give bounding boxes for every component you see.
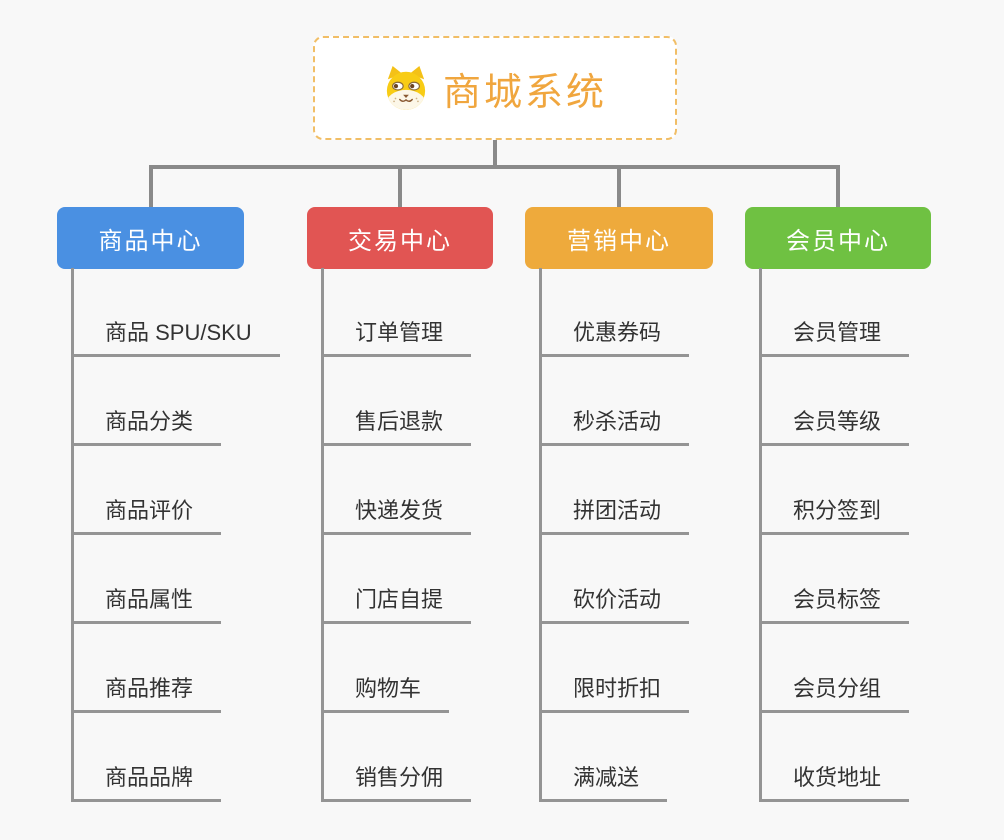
branch-spine-line xyxy=(539,268,542,802)
branch-drop-line xyxy=(398,165,402,207)
leaf-node[interactable]: 收货地址 xyxy=(759,758,910,802)
leaf-node[interactable]: 商品推荐 xyxy=(71,669,222,713)
leaf-node[interactable]: 优惠券码 xyxy=(539,313,690,357)
leaf-node[interactable]: 商品品牌 xyxy=(71,758,222,802)
leaf-node[interactable]: 满减送 xyxy=(539,758,668,802)
leaf-node[interactable]: 会员标签 xyxy=(759,580,910,624)
leaf-node[interactable]: 会员等级 xyxy=(759,402,910,446)
root-node[interactable]: 商城系统 xyxy=(313,36,677,140)
leaf-node[interactable]: 商品 SPU/SKU xyxy=(71,313,280,357)
branch-node[interactable]: 交易中心 xyxy=(307,207,493,269)
leaf-node[interactable]: 订单管理 xyxy=(321,313,472,357)
branch-spine-line xyxy=(759,268,762,802)
branch-node[interactable]: 会员中心 xyxy=(745,207,931,269)
leaf-node[interactable]: 销售分佣 xyxy=(321,758,472,802)
leaf-node[interactable]: 商品分类 xyxy=(71,402,222,446)
root-label: 商城系统 xyxy=(442,71,607,114)
leaf-node[interactable]: 商品属性 xyxy=(71,580,222,624)
branch-spine-line xyxy=(321,268,324,802)
leaf-node[interactable]: 会员分组 xyxy=(759,669,910,713)
leaf-node[interactable]: 快递发货 xyxy=(321,491,472,535)
leaf-node[interactable]: 门店自提 xyxy=(321,580,472,624)
branch-node[interactable]: 营销中心 xyxy=(525,207,713,269)
leaf-node[interactable]: 售后退款 xyxy=(321,402,472,446)
leaf-node[interactable]: 商品评价 xyxy=(71,491,222,535)
branch-node[interactable]: 商品中心 xyxy=(57,207,244,269)
root-trunk-line xyxy=(493,140,497,169)
dog-face-icon xyxy=(383,66,429,110)
leaf-node[interactable]: 限时折扣 xyxy=(539,669,690,713)
branch-drop-line xyxy=(836,165,840,207)
leaf-node[interactable]: 秒杀活动 xyxy=(539,402,690,446)
leaf-node[interactable]: 会员管理 xyxy=(759,313,910,357)
branch-spine-line xyxy=(71,268,74,802)
rail-line xyxy=(148,165,840,169)
leaf-node[interactable]: 拼团活动 xyxy=(539,491,690,535)
leaf-node[interactable]: 砍价活动 xyxy=(539,580,690,624)
branch-drop-line xyxy=(148,165,153,207)
leaf-node[interactable]: 购物车 xyxy=(321,669,450,713)
leaf-node[interactable]: 积分签到 xyxy=(759,491,910,535)
branch-drop-line xyxy=(617,165,621,207)
